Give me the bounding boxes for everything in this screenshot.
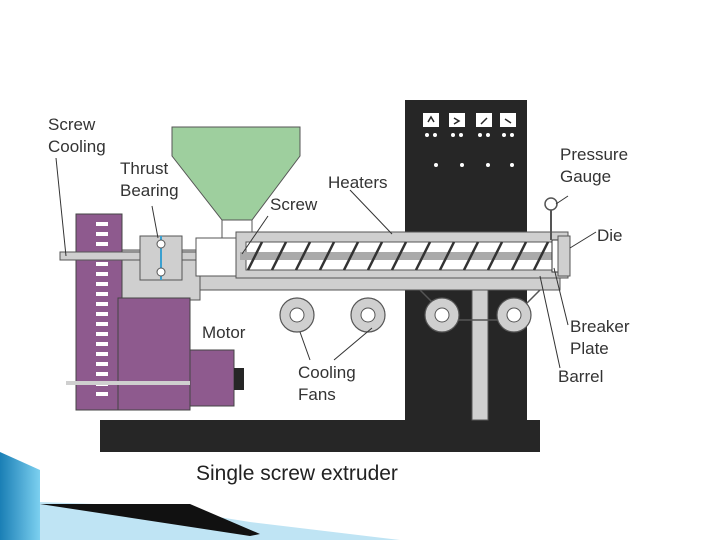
label-die: Die <box>597 226 623 245</box>
thrust-bearing <box>139 235 183 281</box>
label-cooling-fans: Cooling Fans <box>298 363 356 404</box>
label-screw-cooling: Screw Cooling <box>48 115 106 156</box>
label-motor: Motor <box>202 323 246 342</box>
motor-assembly <box>66 213 244 411</box>
breaker-plate <box>551 239 559 273</box>
decorative-swoosh <box>0 452 400 540</box>
screw-flights <box>240 241 552 271</box>
label-screw: Screw <box>270 195 318 214</box>
base-platform <box>100 420 540 452</box>
swoosh-black <box>40 504 260 536</box>
swoosh-blue-left <box>0 452 40 540</box>
cooling-fans <box>279 297 532 333</box>
label-heaters: Heaters <box>328 173 388 192</box>
die-block <box>557 235 571 277</box>
support-leg-1 <box>471 289 489 421</box>
label-pressure-gauge: Pressure Gauge <box>560 145 629 186</box>
label-barrel: Barrel <box>558 367 604 386</box>
diagram-caption: Single screw extruder <box>196 462 398 485</box>
hopper <box>171 126 301 239</box>
pressure-gauge <box>544 197 558 240</box>
control-dials <box>423 113 516 167</box>
label-breaker-plate: Breaker Plate <box>570 317 630 358</box>
leader-lines <box>55 157 597 369</box>
label-thrust-bearing: Thrust Bearing <box>120 159 179 200</box>
